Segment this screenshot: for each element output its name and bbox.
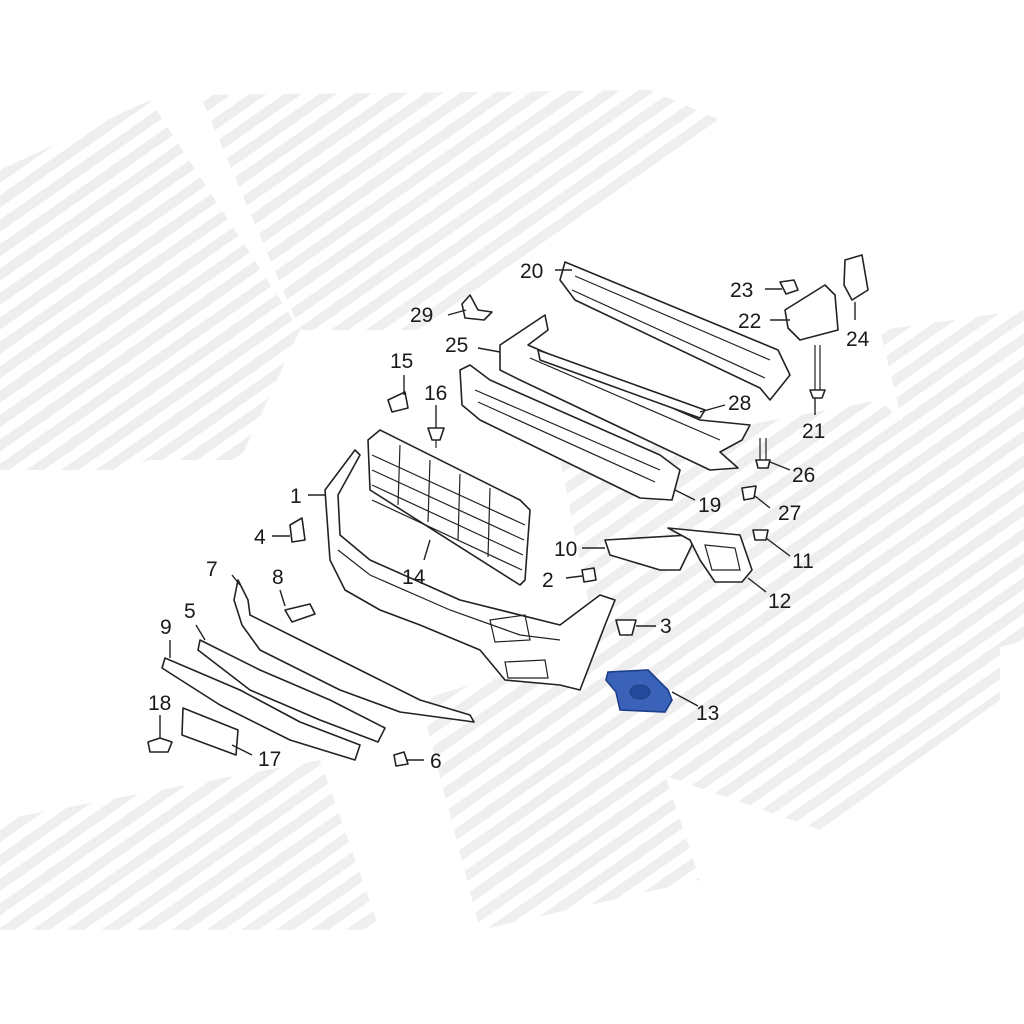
callout-15: 15 (390, 350, 413, 373)
callout-19: 19 (698, 494, 721, 517)
callout-labels: 20 23 22 24 29 25 15 16 28 21 26 27 19 1… (148, 260, 870, 773)
callout-24: 24 (846, 328, 870, 351)
callout-5: 5 (184, 600, 196, 623)
callout-12: 12 (768, 590, 791, 613)
part-15-clip (387, 391, 409, 413)
leader-lines (159, 269, 856, 761)
callout-23: 23 (730, 279, 753, 302)
callout-29: 29 (410, 304, 433, 327)
part-20-reinforcement-beam (559, 261, 791, 401)
part-29-bracket (461, 294, 493, 321)
part-24-bracket (843, 254, 869, 301)
callout-22: 22 (738, 310, 761, 333)
callout-8: 8 (272, 566, 284, 589)
callout-28: 28 (728, 392, 751, 415)
callout-3: 3 (660, 615, 672, 638)
callout-27: 27 (778, 502, 801, 525)
part-25-upper-carrier (499, 314, 751, 471)
part-16-fastener (427, 427, 445, 448)
part-9-lower-strip (161, 657, 361, 761)
part-14-grille (367, 429, 531, 586)
callout-6: 6 (430, 750, 442, 773)
part-6-screw (393, 751, 409, 767)
callout-21: 21 (802, 420, 825, 443)
part-28-bracket (537, 349, 706, 419)
part-26-bolt (755, 438, 771, 469)
part-21-bolt (809, 345, 826, 399)
callout-25: 25 (445, 334, 468, 357)
callout-1: 1 (290, 485, 302, 508)
callout-26: 26 (792, 464, 815, 487)
part-2-screw (581, 567, 597, 583)
callout-4: 4 (254, 526, 266, 549)
callout-20: 20 (520, 260, 543, 283)
part-18-bolt (147, 737, 173, 753)
part-5-lower-strip (197, 639, 386, 743)
callout-13: 13 (696, 702, 719, 725)
part-13-highlighted-bracket (605, 669, 673, 713)
part-8-bracket (284, 603, 316, 623)
part-1-bumper-cover (324, 449, 616, 691)
part-27-clip (741, 485, 757, 501)
watermark (0, 90, 1024, 930)
callout-7: 7 (206, 558, 218, 581)
part-22-mount (784, 284, 839, 341)
callout-14: 14 (402, 566, 426, 589)
callout-17: 17 (258, 748, 281, 771)
part-23-bolt (779, 279, 799, 295)
part-19-absorber (459, 364, 681, 501)
part-7-lower-strip (233, 579, 475, 723)
part-12-fog-surround (667, 527, 753, 583)
callout-9: 9 (160, 616, 172, 639)
callout-11: 11 (792, 550, 814, 573)
callout-10: 10 (554, 538, 577, 561)
part-4-clip (289, 517, 306, 543)
callout-16: 16 (424, 382, 447, 405)
callout-18: 18 (148, 692, 171, 715)
part-17-plate-bracket (181, 707, 239, 756)
callout-2: 2 (542, 569, 554, 592)
part-11-screw (752, 529, 769, 541)
part-3-clip (615, 619, 637, 636)
